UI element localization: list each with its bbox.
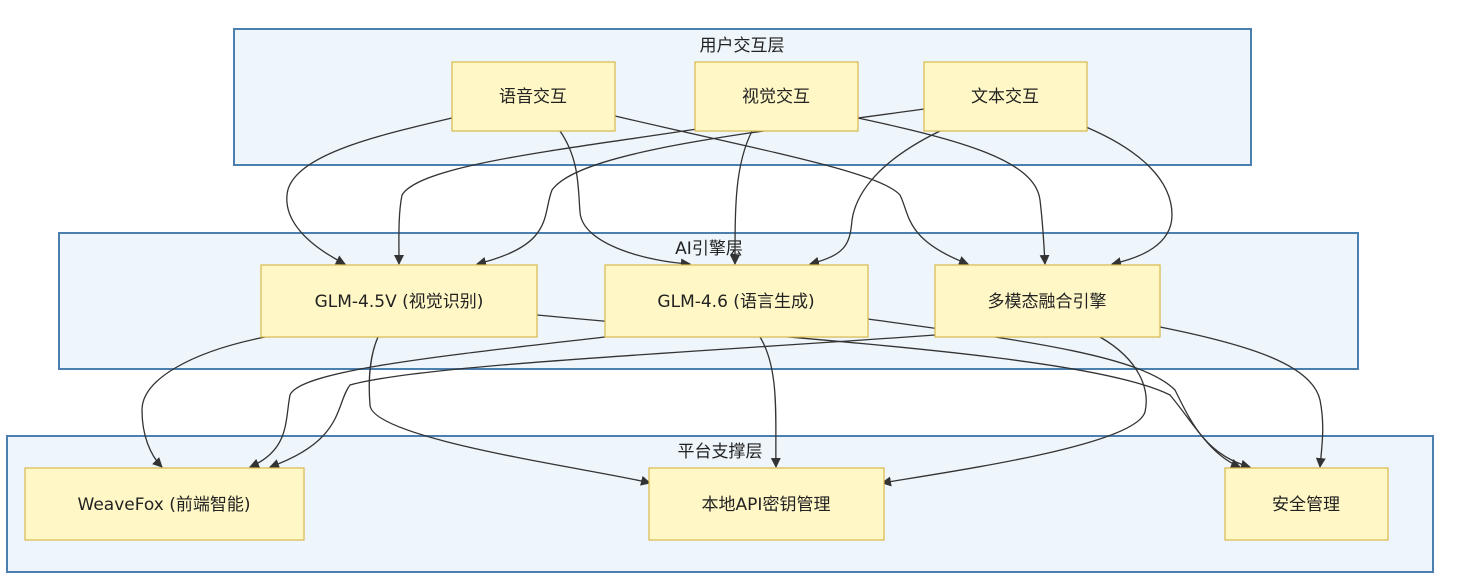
edge-glm46-weavefox xyxy=(249,336,606,469)
edge-voice-fusion xyxy=(614,115,969,266)
edge-visual-glm45v xyxy=(393,128,698,265)
node-fusion[interactable]: 多模态融合引擎 xyxy=(934,264,1161,338)
edges xyxy=(141,108,1326,487)
node-security[interactable]: 安全管理 xyxy=(1224,467,1389,541)
node-voice[interactable]: 语音交互 xyxy=(451,61,616,132)
node-label-glm45v: GLM-4.5V (视觉识别) xyxy=(315,292,484,312)
node-label-text: 文本交互 xyxy=(971,87,1039,107)
node-weavefox[interactable]: WeaveFox (前端智能) xyxy=(24,467,305,541)
edge-voice-glm45v xyxy=(286,117,453,265)
layer-title-user: 用户交互层 xyxy=(700,36,785,56)
node-label-fusion: 多模态融合引擎 xyxy=(988,292,1107,312)
edge-glm45v-weavefox xyxy=(141,336,266,468)
node-label-glm46: GLM-4.6 (语言生成) xyxy=(657,292,814,312)
edge-fusion-weavefox xyxy=(269,334,936,469)
edge-glm45v-apikey xyxy=(368,336,651,486)
edge-visual-glm46 xyxy=(730,130,753,265)
node-label-voice: 语音交互 xyxy=(499,87,567,107)
node-label-visual: 视觉交互 xyxy=(742,87,810,107)
edge-fusion-apikey xyxy=(881,336,1147,487)
node-label-security: 安全管理 xyxy=(1272,495,1340,515)
edge-text-glm46 xyxy=(809,130,941,267)
node-visual[interactable]: 视觉交互 xyxy=(694,61,859,132)
edge-text-fusion xyxy=(1085,126,1173,268)
layer-title-platform: 平台支撑层 xyxy=(678,442,763,462)
node-glm45v[interactable]: GLM-4.5V (视觉识别) xyxy=(260,264,538,338)
edge-fusion-security xyxy=(1159,326,1326,468)
edge-voice-glm46 xyxy=(559,130,691,269)
node-apikey[interactable]: 本地API密钥管理 xyxy=(648,467,885,541)
edge-glm46-apikey xyxy=(759,336,781,468)
layer-title-ai: AI引擎层 xyxy=(675,239,743,259)
node-text[interactable]: 文本交互 xyxy=(923,61,1088,132)
node-label-apikey: 本地API密钥管理 xyxy=(702,495,831,515)
node-glm46[interactable]: GLM-4.6 (语言生成) xyxy=(604,264,869,338)
edge-visual-fusion xyxy=(857,117,1050,265)
node-label-weavefox: WeaveFox (前端智能) xyxy=(78,495,251,515)
